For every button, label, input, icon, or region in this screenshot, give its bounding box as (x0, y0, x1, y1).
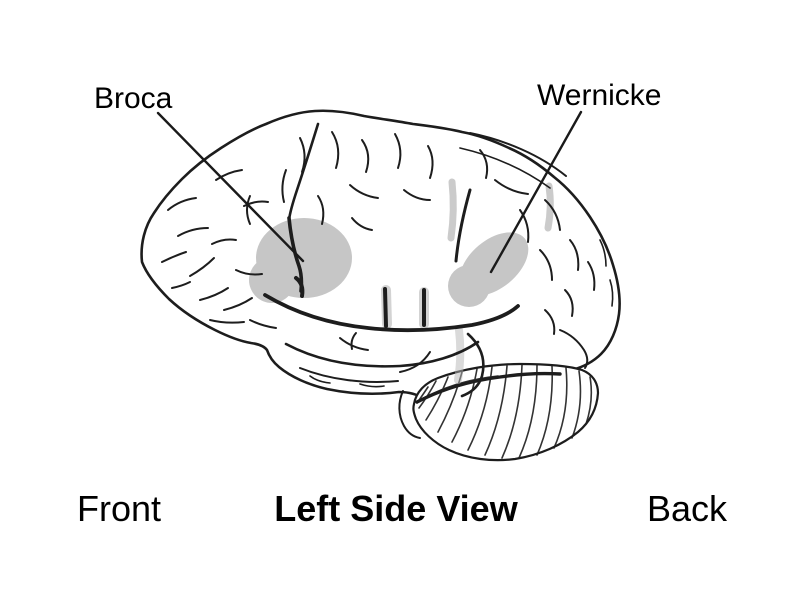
central-sulcus (454, 188, 472, 263)
wernicke-leader-line (489, 110, 583, 274)
leader-lines (156, 110, 583, 274)
cerebellum-folia-hatching (416, 364, 593, 459)
wernicke-area-highlight-lobe (448, 265, 490, 307)
front-label: Front (77, 488, 162, 529)
lateral-sulcus (263, 293, 520, 333)
cerebrum (140, 109, 621, 401)
broca-area-highlight-lobe (249, 257, 295, 303)
superior-temporal-sulcus (284, 340, 480, 368)
cerebellum-junction-line (415, 371, 562, 404)
wernicke-label: Wernicke (537, 79, 662, 112)
precentral-sulcus (287, 122, 320, 222)
view-title-label: Left Side View (274, 488, 518, 529)
broca-label: Broca (94, 82, 173, 115)
cerebrum-outline (140, 109, 621, 401)
broca-leader-line (156, 111, 305, 263)
back-label: Back (647, 488, 728, 529)
brainstem-hint (398, 390, 421, 439)
cerebellum (398, 362, 600, 462)
sulci-linework (161, 122, 614, 398)
